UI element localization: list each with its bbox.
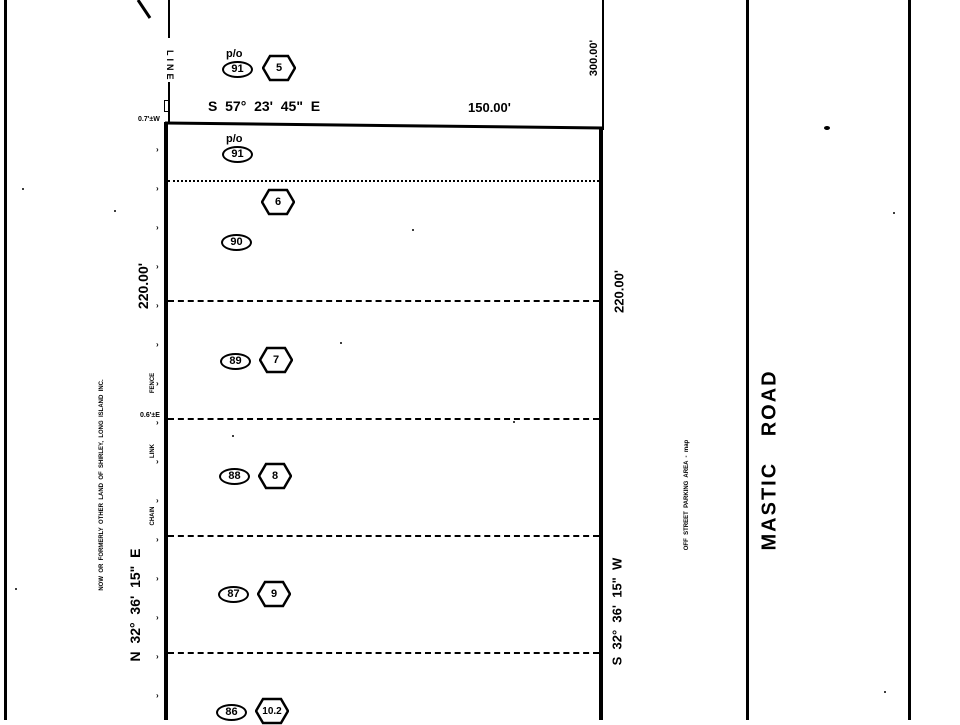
lot-divider-4 <box>168 535 599 537</box>
lot-number: 8 <box>271 470 279 482</box>
fence-label: FENCE <box>150 372 156 394</box>
road-left-edge <box>746 0 749 720</box>
block-oval: 89 <box>220 353 251 370</box>
line-label: LINE <box>165 50 175 83</box>
lot-hexagon: 9 <box>257 580 291 608</box>
block-oval: 91 <box>222 61 253 78</box>
left-distance: 220.00' <box>135 262 151 310</box>
lot-hexagon: 8 <box>258 462 292 490</box>
fence-label: LINK <box>150 444 156 458</box>
lot-hexagon: 5 <box>262 54 296 82</box>
block-oval: 90 <box>221 234 252 251</box>
scan-speck <box>412 229 414 231</box>
lot-hexagon: 6 <box>261 188 295 216</box>
offset-label-mid: 0.6'±E <box>140 412 160 419</box>
scan-speck <box>893 212 895 214</box>
block-oval: 88 <box>219 468 250 485</box>
fence-label: CHAIN <box>150 506 156 526</box>
scan-speck <box>884 691 886 693</box>
left-bearing: N 32° 36' 15" E <box>127 548 143 662</box>
block-oval: 91 <box>222 146 253 163</box>
block-oval: 86 <box>216 704 247 721</box>
lot-divider-3 <box>168 418 599 420</box>
lot-divider-2 <box>168 300 599 302</box>
page-left-border <box>4 0 7 720</box>
right-bearing: S 32° 36' 15" W <box>609 557 625 666</box>
upper-right-line <box>602 0 604 130</box>
top-bearing: S 57° 23' 45" E <box>208 98 321 114</box>
scan-speck <box>232 435 234 437</box>
offset-label-top: 0.7'±W <box>138 116 160 123</box>
scan-speck <box>340 342 342 344</box>
part-of-label: p/o <box>226 133 243 145</box>
monument-marker <box>164 100 170 112</box>
parking-area-text: OFF STREET PARKING AREA - map <box>684 439 690 551</box>
line-marker-top <box>168 0 170 38</box>
top-distance: 150.00' <box>468 100 511 115</box>
lot-divider-1 <box>168 180 599 182</box>
scan-speck <box>114 210 116 212</box>
scan-speck <box>15 588 17 590</box>
lot-number: 6 <box>274 196 282 208</box>
right-boundary-line <box>599 128 603 720</box>
road-right-edge <box>908 0 911 720</box>
lot-hexagon: 7 <box>259 346 293 374</box>
right-distance: 220.00' <box>611 270 627 313</box>
fence-marks: ››››››››››››››› <box>156 145 159 700</box>
scan-speck <box>513 421 515 423</box>
diagonal-mark <box>136 0 152 19</box>
lot-number: 9 <box>270 588 278 600</box>
scan-speck <box>824 126 830 130</box>
lot-hexagon: 10.2 <box>255 697 289 725</box>
upper-right-distance: 300.00' <box>588 39 600 77</box>
lot-divider-5 <box>168 652 599 654</box>
lot-number: 10.2 <box>262 705 282 717</box>
top-boundary-line <box>165 121 604 130</box>
lot-number: 5 <box>275 62 283 74</box>
left-boundary-line <box>164 122 168 720</box>
adjoining-owner-text: NOW OR FORMERLY OTHER LAND OF SHIRLEY, L… <box>99 379 105 591</box>
road-label: MASTIC ROAD <box>758 369 781 551</box>
part-of-label: p/o <box>226 48 243 60</box>
block-oval: 87 <box>218 586 249 603</box>
lot-number: 7 <box>272 354 280 366</box>
scan-speck <box>22 188 24 190</box>
